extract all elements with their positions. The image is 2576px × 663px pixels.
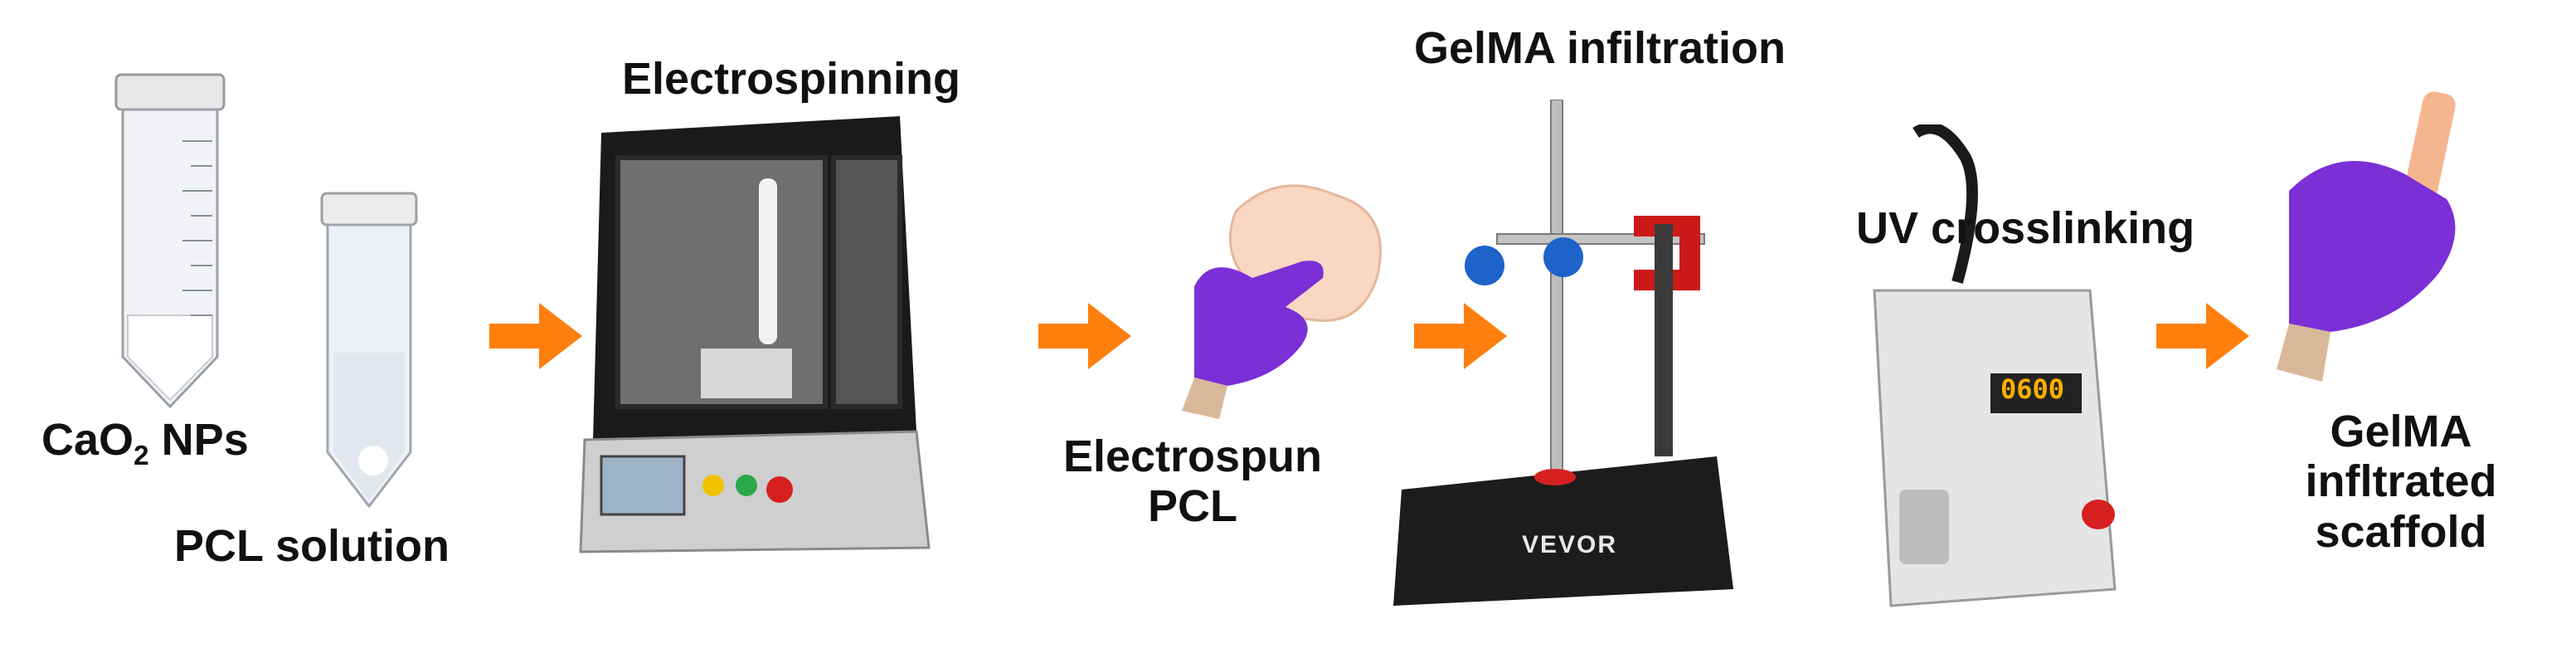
final-scaffold-hand-illustration (2277, 91, 2456, 382)
gelma-infiltration-stand-illustration (1393, 100, 1733, 606)
final-line-1: GelMA (2330, 407, 2472, 456)
label-cao2-nps: CaO2 NPs (41, 415, 249, 471)
label-gelma-infiltration: GelMA infiltration (1414, 23, 1786, 73)
pcl-tube-illustration (320, 192, 418, 509)
label-electrospinning: Electrospinning (622, 54, 961, 104)
label-pcl-solution: PCL solution (174, 521, 450, 571)
cao2-tube-illustration (114, 73, 226, 409)
electrospun-pcl-hand-illustration (1182, 184, 1382, 419)
uv-display-readout: 0600 (2000, 373, 2065, 405)
label-gelma-infiltrated-scaffold: GelMA infltrated scaffold (2297, 407, 2505, 557)
process-arrow-3 (1414, 303, 1507, 369)
final-line-2: infltrated (2305, 456, 2497, 507)
cao2-subscript: 2 (134, 440, 149, 471)
electrospinning-machine-illustration (579, 116, 931, 553)
stand-brand-text: VEVOR (1522, 531, 1618, 558)
electrospun-line-1: Electrospun (1062, 431, 1323, 481)
final-line-3: scaffold (2315, 506, 2487, 557)
cao2-main: CaO (41, 415, 134, 465)
label-uv-crosslinking: UV crosslinking (1856, 203, 2195, 253)
cao2-rest: NPs (148, 415, 249, 465)
process-arrow-2 (1038, 303, 1131, 369)
process-arrow-1 (489, 303, 582, 369)
label-electrospun-pcl: Electrospun PCL (1043, 431, 1342, 532)
uv-curing-device-illustration (1873, 124, 2117, 607)
electrospun-line-2: PCL (1148, 481, 1237, 532)
process-arrow-4 (2156, 303, 2249, 369)
